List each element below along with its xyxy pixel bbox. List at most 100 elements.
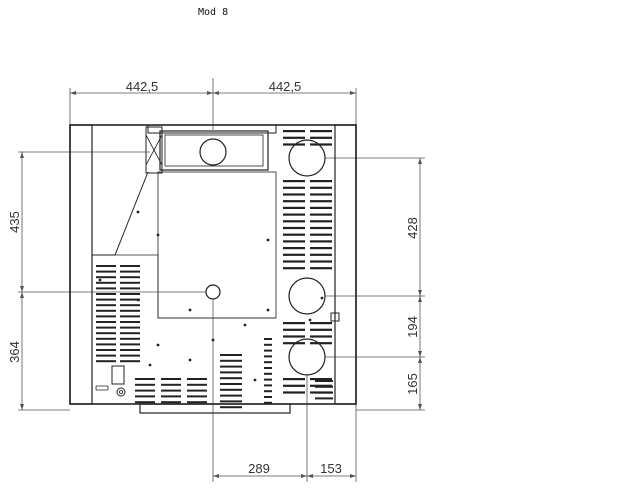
fixing-dot: [188, 358, 192, 362]
vent-slot: [120, 265, 140, 267]
vent-slot: [96, 270, 116, 273]
fixing-dot: [98, 278, 102, 282]
vent-slot: [135, 401, 155, 404]
vent-slot: [96, 326, 116, 329]
vent-slot: [220, 406, 242, 409]
vent-slot: [310, 220, 332, 223]
fixing-dots: [98, 210, 324, 382]
vent-slot: [96, 321, 116, 323]
vent-slot: [120, 293, 140, 295]
vent-slot: [264, 372, 272, 375]
vent-slot: [120, 287, 140, 290]
vent-slot: [264, 367, 272, 369]
dim-right-upper: 428: [405, 217, 420, 239]
vent-slot: [283, 206, 305, 209]
vent-slot: [310, 322, 332, 325]
vent-slot: [220, 388, 242, 391]
flue-hole-lower-right: [288, 338, 326, 376]
flue-holes: [199, 138, 326, 376]
vent-slot: [310, 247, 332, 250]
fixing-dot: [266, 308, 270, 312]
dim-right-middle: 194: [405, 316, 420, 338]
vent-slot: [120, 326, 140, 329]
vent-slot: [310, 213, 332, 216]
vent-slot: [283, 130, 305, 133]
vent-slot: [283, 213, 305, 216]
vent-slot: [120, 315, 140, 318]
vent-slot: [310, 206, 332, 209]
vent-slot: [220, 394, 242, 397]
vent-slot: [96, 349, 116, 351]
vent-slot: [264, 390, 272, 393]
flue-hole-top: [199, 138, 227, 166]
vent-slot: [96, 265, 116, 267]
fixing-dot: [156, 233, 160, 237]
vent-slot: [187, 395, 207, 398]
vent-slot: [161, 395, 181, 398]
dim-bottom-left: 289: [248, 461, 270, 476]
vent-slot: [120, 332, 140, 335]
vent-slot: [283, 143, 305, 146]
vent-slot: [310, 233, 332, 236]
vent-slot: [264, 361, 272, 364]
fixing-dot: [308, 318, 312, 322]
vent-slot: [310, 328, 332, 331]
vent-slot: [96, 332, 116, 335]
vent-slot: [310, 136, 332, 139]
vent-slot: [220, 377, 242, 380]
vent-slot: [120, 270, 140, 273]
vent-slot: [96, 337, 116, 340]
vent-slot: [310, 200, 332, 203]
vent-slot: [264, 378, 272, 381]
vent-slot: [96, 298, 116, 301]
vent-slot: [220, 400, 242, 403]
vent-slot: [283, 186, 305, 189]
flue-hole-middle-right: [288, 277, 326, 315]
dimension-lines: [18, 78, 425, 482]
vent-slot: [283, 322, 305, 325]
vent-slot: [120, 276, 140, 279]
vent-slot: [96, 309, 116, 312]
vent-slot: [135, 378, 155, 380]
vent-slot: [120, 281, 140, 284]
vent-slot: [96, 287, 116, 290]
vent-slot: [220, 359, 242, 362]
vent-slot: [161, 378, 181, 380]
vent-slot: [96, 360, 116, 363]
stove-body: [69, 124, 357, 414]
dim-left-lower: 364: [7, 341, 22, 363]
vent-slot: [283, 226, 305, 230]
flue-hole-upper-right: [288, 139, 326, 177]
vent-slot: [120, 349, 140, 351]
vent-slot: [120, 309, 140, 312]
vent-slot: [310, 335, 332, 338]
vent-slot: [283, 136, 305, 139]
vent-slot: [120, 360, 140, 363]
dim-left-upper: 435: [7, 211, 22, 233]
vent-slot: [220, 365, 242, 368]
vent-slot: [310, 342, 332, 345]
vent-slot: [120, 304, 140, 307]
fixing-dot: [243, 323, 247, 327]
vent-slot: [120, 337, 140, 340]
vent-slot: [310, 193, 332, 196]
vent-slot: [187, 389, 207, 392]
vent-slot: [120, 321, 140, 323]
vent-slot: [161, 401, 181, 404]
vent-slot: [283, 247, 305, 250]
vent-slot: [283, 180, 305, 183]
dim-bottom-right: 153: [320, 461, 342, 476]
vent-slot: [120, 298, 140, 301]
vent-slot: [283, 220, 305, 223]
vent-slot: [96, 315, 116, 318]
vent-slot: [283, 193, 305, 196]
ventilation-slots: [96, 130, 333, 409]
vent-slot: [283, 253, 305, 256]
vent-slot: [283, 335, 305, 338]
vent-slot: [310, 186, 332, 189]
vent-slot: [187, 378, 207, 380]
vent-slot: [315, 397, 333, 400]
dim-top-right: 442,5: [269, 79, 302, 94]
vent-slot: [264, 384, 272, 387]
vent-slot: [310, 143, 332, 146]
